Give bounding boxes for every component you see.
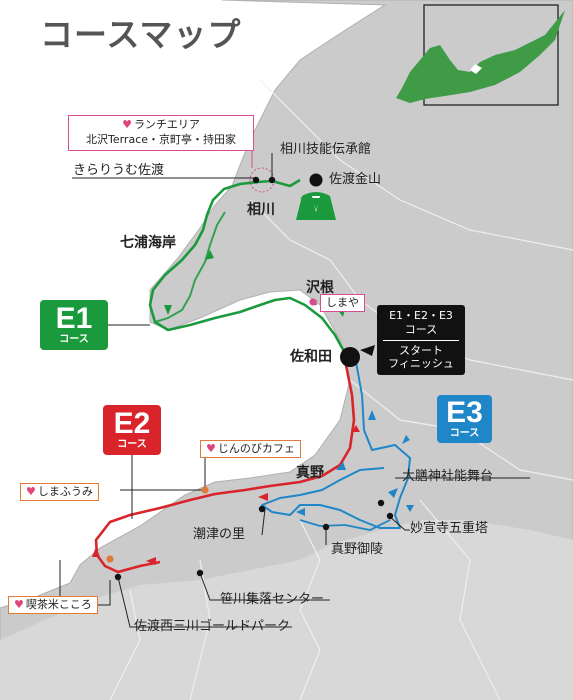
- label-jinnobi: ♥じんのびカフェ: [200, 440, 301, 459]
- lunch-area-box: ♥ランチエリア 北沢Terrace・京町亭・持田家: [68, 115, 254, 151]
- heart-icon: ♥: [122, 118, 132, 131]
- label-sawata: 佐和田: [290, 349, 332, 365]
- e1-course-badge: E1 コース: [40, 300, 108, 350]
- label-shiotsu: 潮津の里: [193, 527, 246, 542]
- label-shimaya: しまや: [320, 294, 365, 313]
- e2-sub: コース: [117, 439, 147, 450]
- e2-route: [94, 364, 356, 574]
- label-daizen: 大膳神社能舞台: [402, 469, 494, 484]
- start-line1: スタート: [399, 343, 443, 357]
- heart-icon: ♥: [206, 442, 216, 455]
- e2-direction-arrows: [92, 425, 360, 565]
- lunch-area-title: ランチエリア: [133, 118, 200, 131]
- label-aikawa: 相川: [247, 202, 275, 218]
- label-kirarium: きらりうむ佐渡: [73, 163, 165, 178]
- shimaya-dot: [309, 298, 317, 306]
- e1-route: [148, 178, 348, 356]
- map-title: コースマップ: [40, 15, 242, 54]
- label-sado-kinzan: 佐渡金山: [329, 172, 382, 187]
- southern-land: [0, 520, 573, 700]
- e3-sub: コース: [449, 428, 480, 439]
- label-myosenji: 妙宣寺五重塔: [410, 521, 489, 536]
- heart-icon: ♥: [14, 598, 24, 611]
- heart-icon: ♥: [26, 485, 36, 498]
- label-shimafuumi: ♥しまふうみ: [20, 483, 99, 502]
- e2-course-badge: E2 コース: [103, 405, 161, 455]
- sado-kinzan-figure-icon: [296, 173, 336, 220]
- start-line2: フィニッシュ: [388, 357, 454, 371]
- location-dots: [114, 176, 394, 581]
- cafe-dots: [106, 486, 209, 563]
- label-golden-park: 佐渡西三川ゴールドパーク: [134, 619, 291, 634]
- inset-map: [396, 4, 565, 106]
- start-sub: コース: [404, 322, 438, 336]
- start-finish-dot: [340, 347, 360, 367]
- e3-route: [261, 361, 411, 529]
- label-aikawa-museum: 相川技能伝承館: [280, 142, 372, 157]
- e3-code: E3: [446, 396, 483, 429]
- start-finish-callout: E1・E2・E3 コース スタート フィニッシュ: [377, 305, 465, 375]
- label-sawane: 沢根: [306, 280, 334, 296]
- label-nanaura: 七浦海岸: [120, 235, 176, 251]
- label-mano: 真野: [296, 465, 324, 481]
- lunch-area-venues: 北沢Terrace・京町亭・持田家: [85, 132, 237, 146]
- e2-code: E2: [113, 407, 151, 440]
- start-courses: E1・E2・E3: [389, 309, 453, 322]
- label-kissa: ♥喫茶米こころ: [8, 596, 98, 615]
- inset-island: [396, 10, 565, 103]
- e3-direction-arrows: [296, 410, 414, 516]
- e1-sub: コース: [59, 334, 89, 345]
- label-mano-goryo: 真野御陵: [331, 542, 384, 557]
- label-sasagawa: 笹川集落センター: [220, 592, 325, 607]
- e3-course-badge: E3 コース: [437, 395, 492, 443]
- e1-code: E1: [55, 302, 93, 335]
